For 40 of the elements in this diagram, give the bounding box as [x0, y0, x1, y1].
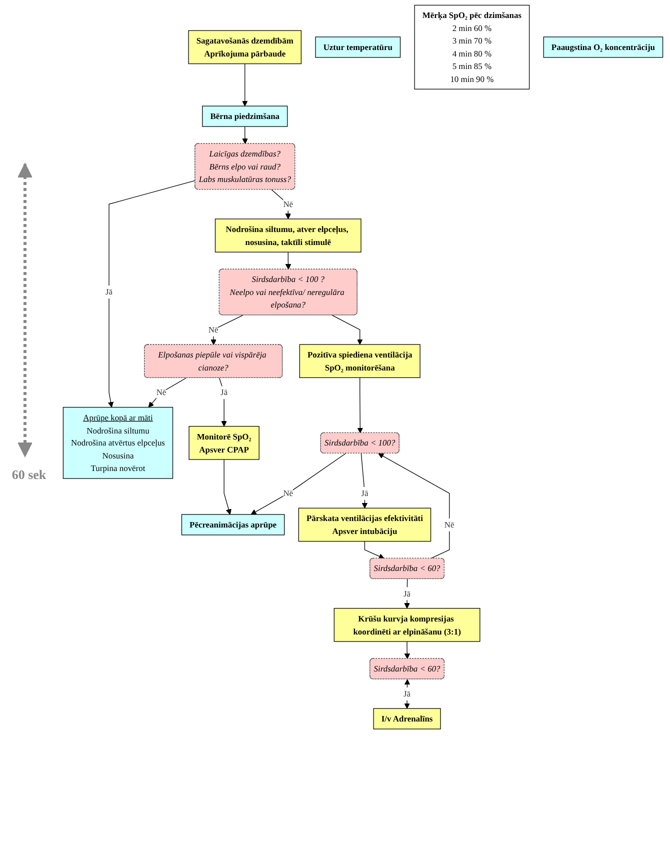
- edge-label: Nē: [283, 488, 294, 498]
- arrow: [250, 453, 346, 515]
- arrow: [357, 377, 364, 434]
- edge-label: Nē: [156, 387, 166, 398]
- arrow: [285, 252, 292, 270]
- arrow: [332, 314, 363, 345]
- arrow: [364, 540, 384, 560]
- arrow: [360, 453, 368, 508]
- node-box: Sagatavošanās dzemdībām Aprīkojuma pārbaude: [188, 30, 302, 64]
- node-box: Monitorē SpO₂ Apsver CPAP: [188, 426, 260, 460]
- edge-label: Jā: [361, 488, 368, 498]
- arrow: [242, 63, 248, 106]
- node-box: Pārskata ventilācijas efektivitāti Apsver intubāciju: [298, 508, 432, 542]
- arrow: [224, 459, 232, 515]
- edge-label: Nē: [444, 520, 454, 530]
- arrow: [148, 378, 186, 408]
- edge-label: Jā: [404, 688, 411, 698]
- arrow: [108, 180, 196, 408]
- arrow: [271, 189, 291, 220]
- node-box: Mērķa SpO₂ pēc dzimšanas 2 min 60 % 3 min 70 % 4 min 80 % 5 min 85 % 10 min 90 %: [414, 4, 530, 90]
- node-box: I/v Adrenalīns: [373, 708, 441, 730]
- arrow: [378, 453, 450, 559]
- node-box: Krūšu kurvja kompresijas koordinēti ar elpināšanu (3:1): [334, 608, 480, 642]
- node-box: Bērna piedzimšana: [202, 106, 288, 127]
- duration-label: 60 sek: [12, 467, 46, 483]
- arrow: [219, 378, 227, 427]
- node-box: Aprūpe kopā ar māti Nodrošina siltumu Nodrošina atvērtus elpceļus Nosusina Turpina novērot: [62, 406, 174, 479]
- arrow: [404, 641, 410, 659]
- edge-label: Nē: [208, 324, 218, 334]
- edge-label: Jā: [404, 588, 411, 598]
- arrow: [404, 578, 410, 609]
- edge-label: Nē: [283, 199, 294, 209]
- node-box: Uztur temperatūru: [315, 36, 401, 58]
- node-box: Pozitīva spiediena ventilācija SpO₂ monitorēšana: [299, 344, 420, 378]
- edge-label: Jā: [220, 387, 228, 398]
- node-box: Paaugstina O₂ koncentrāciju: [543, 36, 664, 58]
- node-box: Pēcreanimācijas aprūpe: [181, 514, 285, 536]
- arrow: [242, 126, 248, 144]
- edge-label: Jā: [105, 286, 113, 297]
- node-box: Nodrošina siltumu, atver elpceļus, nosusina, taktīli stimulē: [214, 218, 362, 252]
